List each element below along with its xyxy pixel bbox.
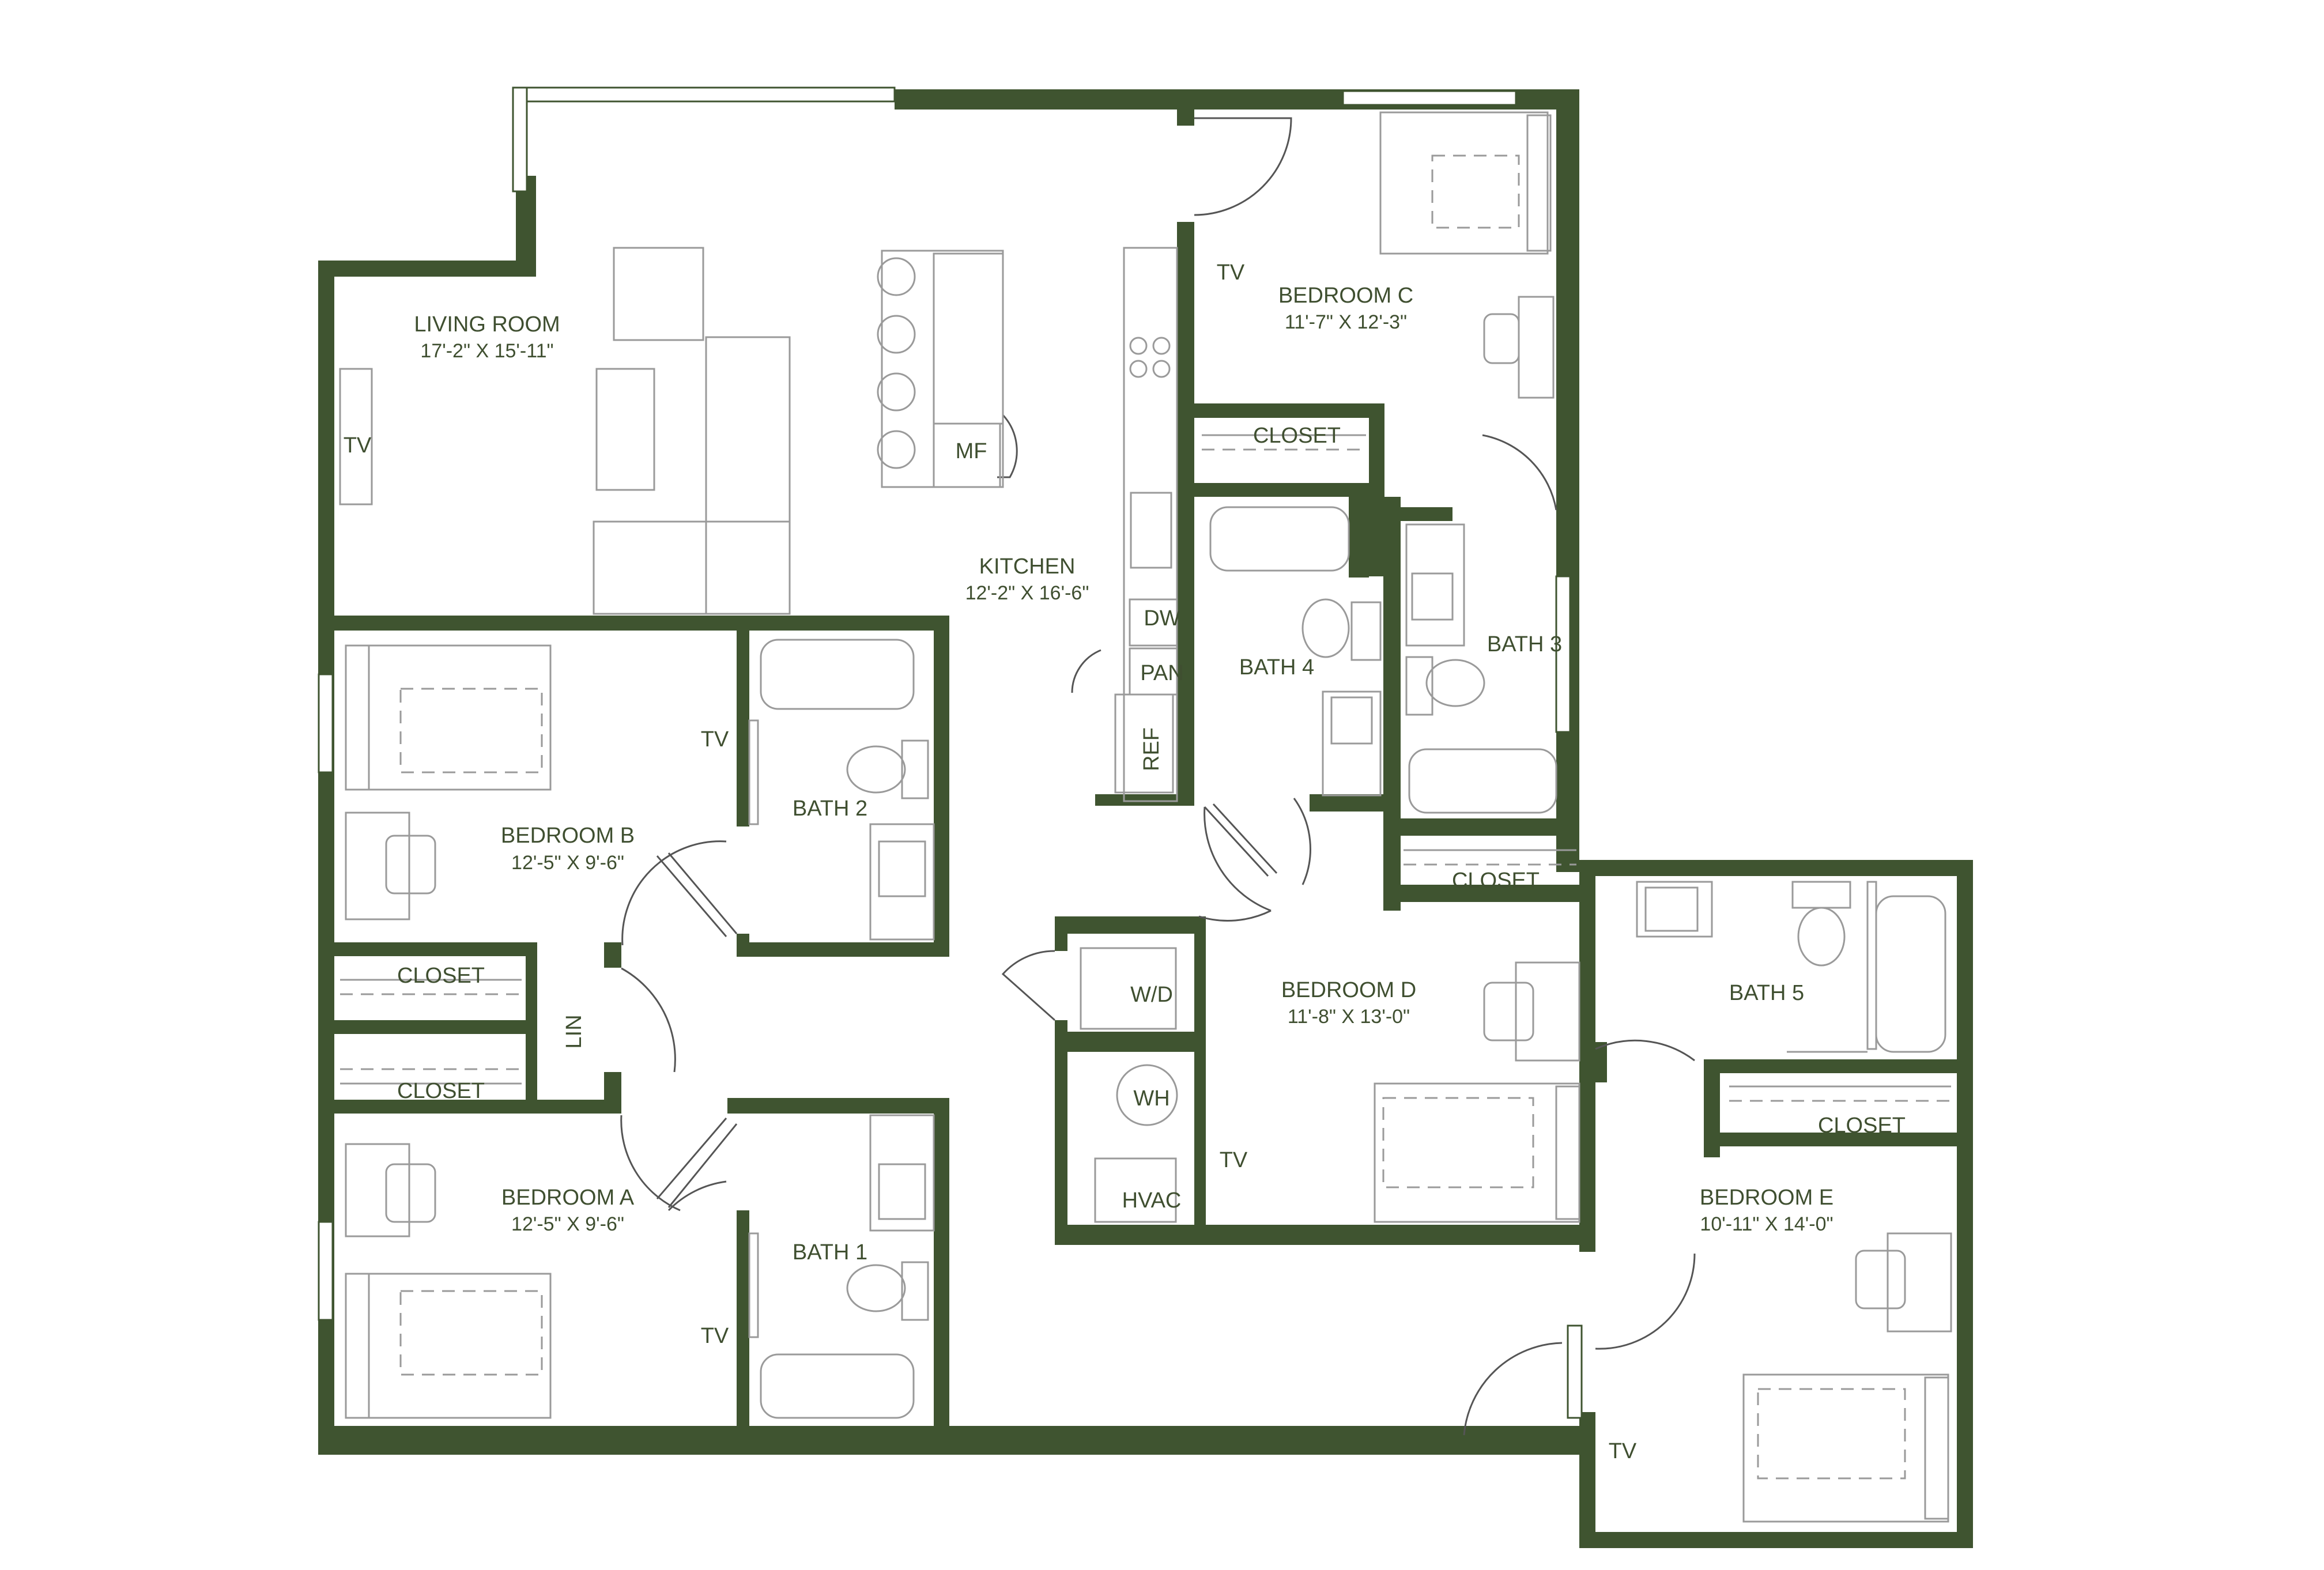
- bedroom-c-name: BEDROOM C: [1278, 284, 1413, 308]
- linen-label: LIN: [562, 1014, 586, 1048]
- bath-5-label: BATH 5: [1729, 981, 1804, 1005]
- bedroom-b-name: BEDROOM B: [501, 824, 635, 848]
- mf-label: MF: [956, 439, 987, 463]
- kitchen-dim: 12'-2" X 16'-6": [965, 582, 1089, 604]
- closet-b-label: CLOSET: [397, 964, 485, 988]
- living-room-dim: 17'-2" X 15'-11": [420, 340, 553, 362]
- wd-label: W/D: [1130, 983, 1173, 1007]
- bedroom-e-name: BEDROOM E: [1700, 1186, 1833, 1210]
- windows: [318, 86, 1583, 1419]
- bath-1-label: BATH 1: [793, 1240, 867, 1265]
- pantry-label: PAN: [1140, 661, 1183, 685]
- fixtures: [339, 111, 1952, 1523]
- closet-d-label: CLOSET: [1452, 869, 1540, 893]
- walls: [318, 89, 1973, 1548]
- tv-bedroom-d-label: TV: [1220, 1148, 1248, 1172]
- tv-living-label: TV: [344, 433, 372, 458]
- bedroom-c-dim: 11'-7" X 12'-3": [1285, 311, 1407, 333]
- bath-3-label: BATH 3: [1487, 632, 1562, 656]
- kitchen-name: KITCHEN: [979, 554, 1076, 579]
- ref-label: REF: [1140, 727, 1164, 771]
- bedroom-e-dim: 10'-11" X 14'-0": [1700, 1213, 1833, 1235]
- room-labels: LIVING ROOM 17'-2" X 15'-11" KITCHEN 12'…: [344, 261, 1906, 1463]
- tv-bedroom-e-label: TV: [1609, 1439, 1637, 1463]
- hvac-label: HVAC: [1122, 1188, 1182, 1213]
- wh-label: WH: [1133, 1086, 1169, 1111]
- bedroom-a-name: BEDROOM A: [501, 1186, 635, 1210]
- tv-bedroom-a-label: TV: [701, 1324, 729, 1348]
- bedroom-d-name: BEDROOM D: [1281, 978, 1416, 1002]
- bath-2-label: BATH 2: [793, 797, 867, 821]
- tv-bedroom-c-label: TV: [1217, 261, 1245, 285]
- living-room-name: LIVING ROOM: [414, 312, 560, 337]
- dw-label: DW: [1144, 606, 1180, 631]
- bedroom-a-dim: 12'-5" X 9'-6": [511, 1213, 624, 1235]
- doors: [620, 117, 1696, 1436]
- closet-e-label: CLOSET: [1818, 1114, 1906, 1138]
- closet-a-label: CLOSET: [397, 1079, 485, 1103]
- bath-4-label: BATH 4: [1239, 655, 1314, 680]
- tv-bedroom-b-label: TV: [701, 727, 729, 752]
- bedroom-d-dim: 11'-8" X 13'-0": [1288, 1006, 1410, 1028]
- closet-c-label: CLOSET: [1253, 424, 1341, 448]
- bedroom-b-dim: 12'-5" X 9'-6": [511, 852, 624, 874]
